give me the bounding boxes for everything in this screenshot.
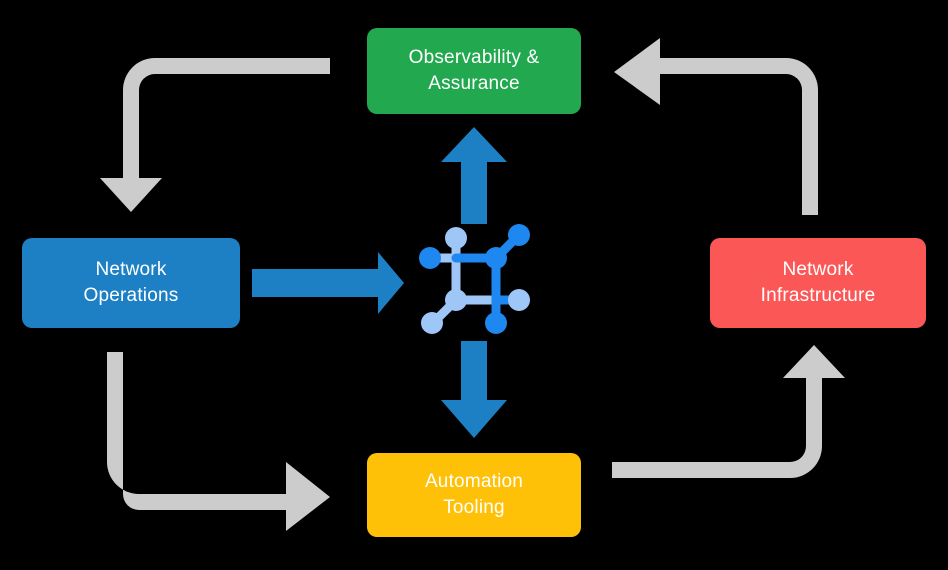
node-label-automation-tooling: Automation Tooling xyxy=(424,471,524,518)
node-box-network-operations[interactable]: Network Operations xyxy=(22,238,240,328)
network-nodes xyxy=(419,224,530,334)
node-label-network-operations: Network Operations xyxy=(83,259,179,306)
arrow-infrastructure-to-observability xyxy=(614,38,818,215)
arrow-hub-to-automation xyxy=(441,341,507,438)
network-node-right xyxy=(508,289,530,311)
network-node-top-left xyxy=(445,227,467,249)
arrow-operations-to-automation xyxy=(107,352,330,531)
network-node-top-right xyxy=(508,224,530,246)
network-node-bottom-left xyxy=(421,312,443,334)
arrow-hub-to-observability xyxy=(441,127,507,224)
node-box-network-infrastructure[interactable]: Network Infrastructure xyxy=(710,238,926,328)
network-node-hub-upper xyxy=(485,247,507,269)
network-edges-dark xyxy=(451,231,523,327)
network-topology-icon xyxy=(419,224,530,334)
node-box-automation-tooling[interactable]: Automation Tooling xyxy=(367,453,581,537)
arrow-observability-to-operations xyxy=(100,58,330,212)
network-node-bottom xyxy=(485,312,507,334)
node-label-network-infrastructure: Network Infrastructure xyxy=(760,259,876,306)
arrow-automation-to-infrastructure xyxy=(612,345,845,478)
node-box-observability-assurance[interactable]: Observability & Assurance xyxy=(367,28,581,114)
node-label-observability-assurance: Observability & Assurance xyxy=(408,47,540,94)
arrow-operations-to-hub xyxy=(252,252,404,314)
network-node-hub-lower xyxy=(445,289,467,311)
network-node-left xyxy=(419,247,441,269)
